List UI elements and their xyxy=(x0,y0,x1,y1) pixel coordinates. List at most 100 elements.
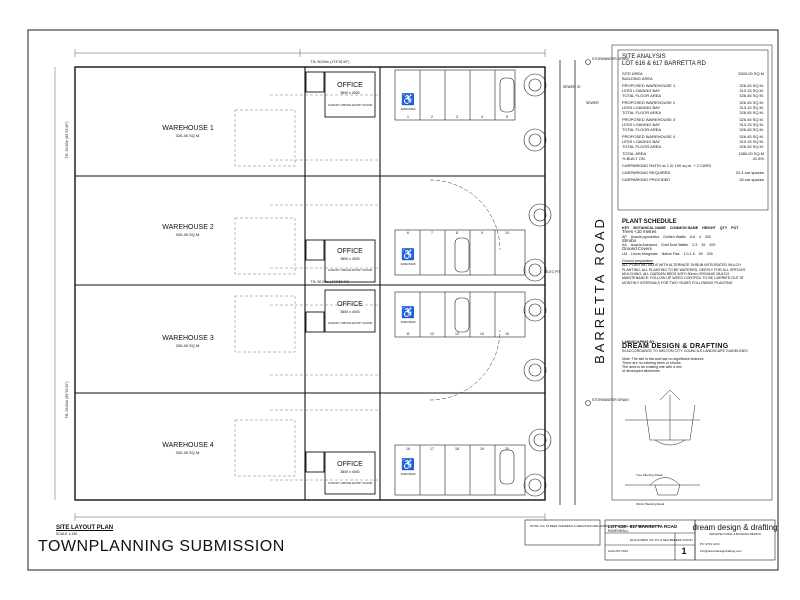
parking-bays xyxy=(394,69,526,496)
office-2-canopy: CANOPY ABOVE ENTRY DOOR xyxy=(328,268,373,272)
company-email: info@dreamdesigndrafting.com xyxy=(700,549,742,553)
site-analysis-row: SITE AREA 3300.00 SQ M xyxy=(622,71,764,76)
plant-cell: Native Flax xyxy=(661,251,680,256)
car-outlines xyxy=(454,77,515,485)
site-analysis-row: LESS LOADING BAY 313.15 SQ M. xyxy=(622,139,764,144)
site-analysis-value: 313.15 SQ M. xyxy=(739,88,764,93)
office-4-name: OFFICE xyxy=(337,461,363,468)
office-1-name: OFFICE xyxy=(337,82,363,89)
company-phone: Ph: 9731 1234 xyxy=(700,542,720,546)
sewer-label: SEWER xyxy=(586,101,599,105)
site-analysis-rows: SITE AREA 3300.00 SQ M BUILDING AREA PROPOS… xyxy=(622,71,764,182)
plant-note: ALL PLANTING BEDS WITH ALTERNATE SHRUB I… xyxy=(622,263,741,268)
bay-number-10: 10 xyxy=(505,231,509,235)
accessible-bay-2-dims: 3200x5400 xyxy=(401,262,416,266)
info-panel-border xyxy=(611,44,773,501)
site-analysis-row: CARPARKING RATIO at 1.0/ 100 sq m. + 2 C… xyxy=(622,163,764,168)
site-analysis-value: 326.45 SQ M. xyxy=(739,134,764,139)
site-analysis-label: PROPOSED WAREHOUSE 1 xyxy=(622,83,676,88)
site-analysis-label: LESS LOADING BAY xyxy=(622,88,661,93)
site-analysis-label: BUILDING AREA xyxy=(622,76,653,81)
site-boundary xyxy=(74,66,546,501)
site-analysis-value: 326.45 SQ M. xyxy=(739,127,764,132)
site-analysis-label: CARPARKING REQUIRED xyxy=(622,170,671,175)
plant-group-heading: Ground Covers xyxy=(622,246,652,252)
plant-schedule-header-cell: COMMON NAME xyxy=(669,226,699,230)
site-analysis-label: PROPOSED WAREHOUSE 4 xyxy=(622,134,676,139)
office-3-name: OFFICE xyxy=(337,301,363,308)
bay-number-17: 17 xyxy=(430,447,434,451)
boundary-label-left-1: T.B. 33.00m (83°51'40") xyxy=(65,122,69,159)
warehouse-walls xyxy=(75,67,545,500)
warehouse-1-name: WAREHOUSE 1 xyxy=(162,125,214,132)
site-analysis-label: SITE AREA xyxy=(622,71,643,76)
company-name: dream design & drafting xyxy=(693,523,778,532)
bay-number-2: 2 xyxy=(431,115,433,119)
client-name: ELIA HOMES VIC P/L & SEA BREEZE VISION xyxy=(630,538,693,542)
landscaping-note-line: Note: The site is flat and has no signif… xyxy=(622,356,704,361)
plant-schedule-header-cell: POT xyxy=(731,226,739,230)
bay-number-20: 20 xyxy=(505,447,509,451)
office-3-canopy: CANOPY ABOVE ENTRY DOOR xyxy=(328,321,373,325)
bay-number-6: 6 xyxy=(407,231,409,235)
plant-cell: Golden Wattle xyxy=(663,234,686,239)
bay-number-5: 5 xyxy=(506,115,508,119)
bay-number-16: 16 xyxy=(406,447,410,451)
site-analysis-value: 313.15 SQ M. xyxy=(739,139,764,144)
site-analysis-value: 326.45 SQ M. xyxy=(739,93,764,98)
site-analysis-label: TOTAL FLOOR AREA xyxy=(622,110,662,115)
landscaping-note-line: There are no existing trees or shrubs xyxy=(622,360,681,365)
plan-title: SITE LAYOUT PLAN xyxy=(56,525,114,531)
site-analysis-label: LESS LOADING BAY xyxy=(622,139,661,144)
office-2-name: OFFICE xyxy=(337,248,363,255)
top-dimensions xyxy=(54,49,546,521)
site-analysis-value: 41.8% xyxy=(752,156,764,161)
shrub-detail-caption: Shrub Planting Detail xyxy=(636,502,665,506)
landscaping-credit: LANDSCAPING BY :- DREAM DESIGN & DRAFTIN… xyxy=(622,340,762,374)
warehouse-2-name: WAREHOUSE 2 xyxy=(162,224,214,231)
plant-cell: 4 xyxy=(699,234,702,239)
site-analysis-border xyxy=(617,49,769,211)
drawing-date: AUGUST 2014 xyxy=(608,549,628,553)
bay-number-9: 9 xyxy=(481,231,483,235)
bay-number-3: 3 xyxy=(456,115,458,119)
office-1-dims: 3800 x 4000 xyxy=(340,91,359,95)
plant-schedule-header-cell: BOTANICAL NAME xyxy=(633,226,666,230)
plant-group-heading: Shrubs xyxy=(622,237,636,243)
plant-cell: 200 xyxy=(705,234,712,239)
plant-cell: AA xyxy=(622,243,627,248)
site-analysis-label: CARPARKING PROVIDED xyxy=(622,177,671,182)
bay-number-4: 4 xyxy=(481,115,483,119)
plant-cell: 60 xyxy=(698,251,703,256)
stormwater-drain-top: STORMWATER DRAIN xyxy=(592,57,629,61)
services-note: NOTE: ALL STREET ADDRESS & SERVICES ARE … xyxy=(530,524,661,528)
tree-planting-detail xyxy=(625,389,700,496)
plant-cell: 26 xyxy=(701,243,706,248)
landscaping-by: LANDSCAPING BY :- xyxy=(622,340,658,344)
plant-schedule-notes: ALL PLANTING BEDS WITH ALTERNATE SHRUB I… xyxy=(622,263,762,284)
elec-pit-label: ELEC PIT xyxy=(545,270,561,274)
office-blocks xyxy=(305,71,376,495)
warehouse-3-name: WAREHOUSE 3 xyxy=(162,335,214,342)
office-2-dims: 3800 x 4000 xyxy=(340,257,359,261)
project-suburb: RAVENHALL xyxy=(608,529,629,533)
site-analysis-value: 3300.00 SQ M xyxy=(738,71,764,76)
landscaping-note-line: of developed allotments xyxy=(622,369,660,374)
bay-number-8: 8 xyxy=(456,231,458,235)
driveway-curves xyxy=(429,179,501,401)
sheet-border xyxy=(27,29,779,571)
plant-cell: Gold Dust Wattle xyxy=(661,243,689,248)
bay-number-13: 13 xyxy=(455,332,459,336)
bay-number-12: 12 xyxy=(430,332,434,336)
plant-cell: Acacia Acinacea xyxy=(630,243,658,248)
